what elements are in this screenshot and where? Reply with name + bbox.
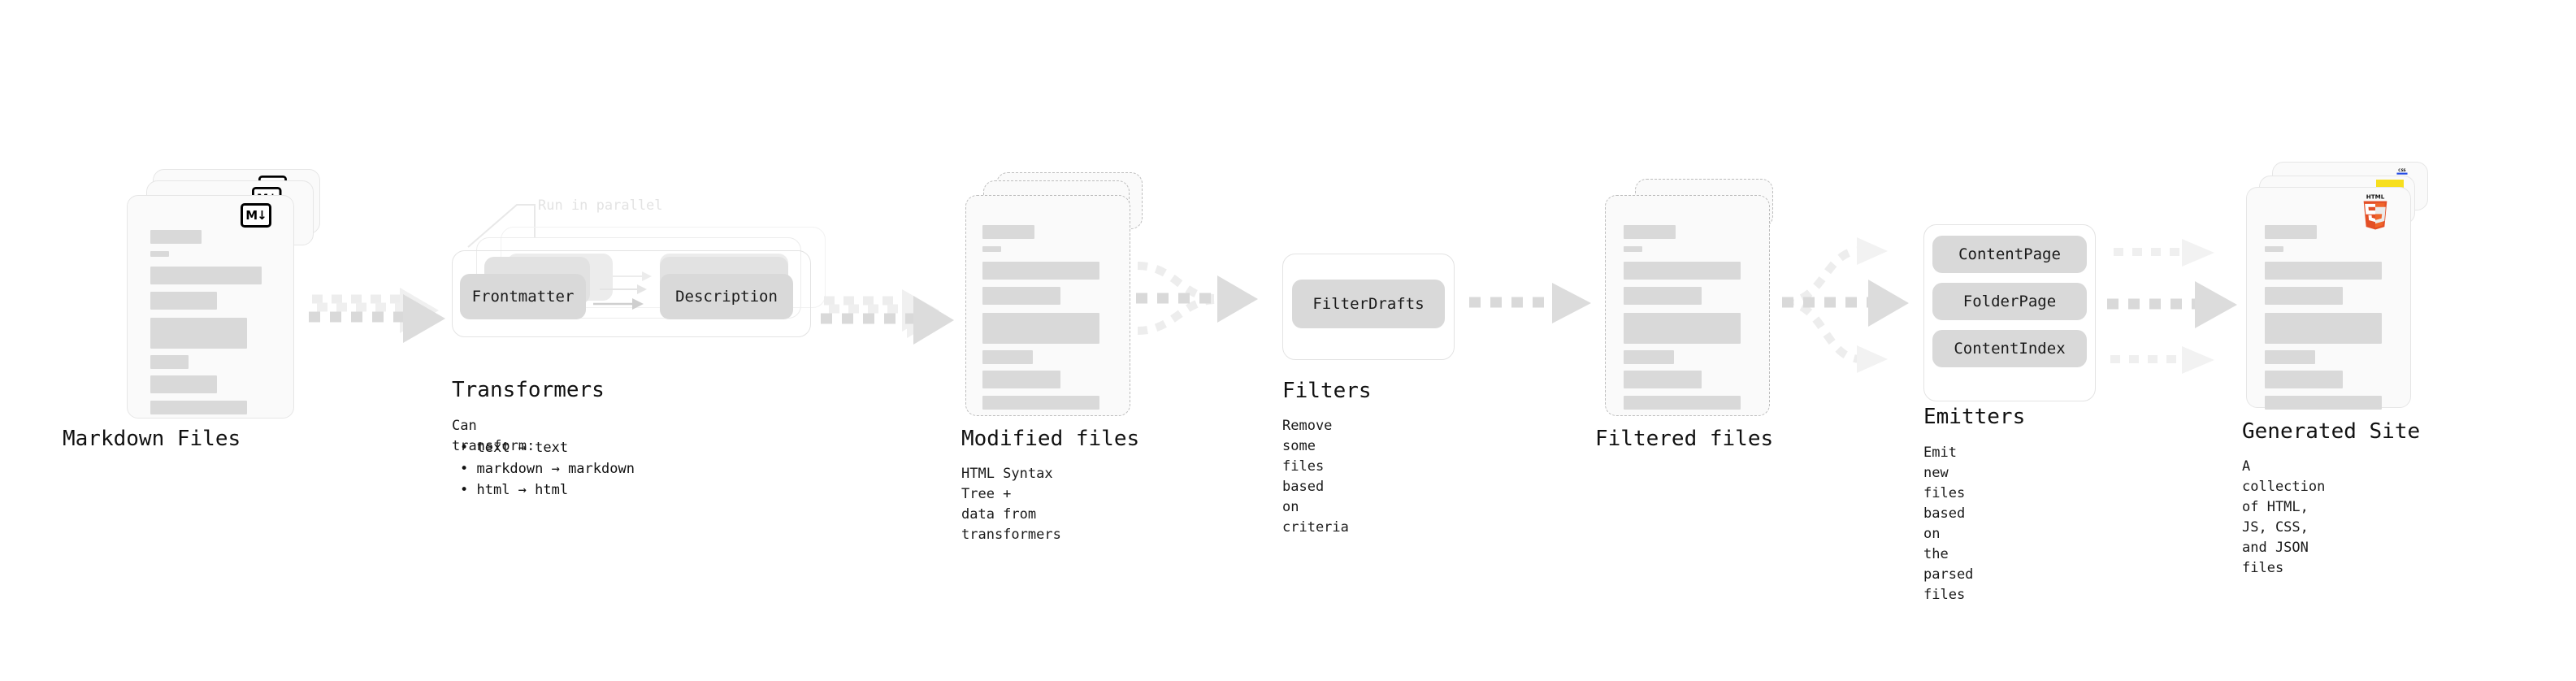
run-in-parallel-label: Run in parallel: [538, 197, 663, 214]
placeholder-bar: [150, 251, 169, 257]
html5-icon: HTML: [2363, 193, 2387, 230]
arrow-filters-to-filtered: [1469, 283, 1591, 323]
run-in-parallel-bracket: [467, 204, 536, 248]
placeholder-bar: [2265, 246, 2283, 252]
emitters-pill-folderpage: FolderPage: [1932, 283, 2087, 320]
placeholder-bar: [1624, 313, 1741, 344]
placeholder-bar: [1624, 396, 1741, 410]
stage-subtitle-filters: Remove some files based on criteria: [1282, 418, 1349, 536]
placeholder-bar: [982, 287, 1060, 305]
placeholder-bar: [150, 401, 247, 414]
emitters-pill-contentindex: ContentIndex: [1932, 330, 2087, 367]
transformer-capability-item: markdown → markdown: [460, 458, 634, 479]
transformer-pill-frontmatter: Frontmatter: [460, 274, 586, 319]
placeholder-bar: [982, 225, 1034, 239]
svg-text:HTML: HTML: [2366, 193, 2385, 201]
svg-text:CSS: CSS: [2398, 168, 2405, 173]
transformer-capability-list: text → text markdown → markdown html → h…: [460, 437, 635, 501]
placeholder-bar: [150, 318, 247, 349]
stage-title-markdown-files: Markdown Files: [63, 427, 241, 451]
arrow-filtered-to-emitters-split: [1782, 237, 1909, 373]
emitters-pill-label: ContentPage: [1958, 245, 2061, 263]
emitters-pill-label: ContentIndex: [1954, 340, 2066, 358]
placeholder-bar: [150, 230, 202, 244]
placeholder-bar: [1624, 287, 1702, 305]
stage-subtitle-modified-files: HTML Syntax Tree + data from transformer…: [961, 466, 1061, 543]
transformer-pill-description: Description: [660, 274, 793, 319]
placeholder-bar: [2265, 350, 2315, 364]
transformer-capability-item: text → text: [460, 437, 635, 458]
arrow-markdown-to-transformers: [309, 288, 445, 343]
modified-card-front: [965, 195, 1130, 416]
placeholder-bar: [982, 262, 1099, 280]
transformer-capability-item: html → html: [460, 479, 635, 501]
stage-title-generated-site: Generated Site: [2242, 419, 2421, 444]
stage-subtitle-emitters: Emit new files based on the parsed files: [1923, 445, 1974, 603]
placeholder-bar: [1624, 350, 1674, 364]
placeholder-bar: [150, 355, 189, 369]
placeholder-bar: [982, 246, 1001, 252]
filters-pill-label: FilterDrafts: [1312, 295, 1425, 313]
filtered-card-front: [1605, 195, 1770, 416]
transformer-pill-label: Description: [675, 288, 778, 306]
stage-title-filters: Filters: [1282, 379, 1372, 403]
placeholder-bar: [1624, 246, 1642, 252]
placeholder-bar: [982, 396, 1099, 410]
placeholder-bar: [2265, 262, 2382, 280]
transformer-layer-front: [452, 250, 811, 337]
placeholder-bar: [150, 292, 217, 310]
transformer-inner-arrows: [593, 271, 652, 310]
transformer-pill-label: Frontmatter: [471, 288, 575, 306]
stage-title-transformers: Transformers: [452, 378, 605, 402]
placeholder-bar: [1624, 225, 1676, 239]
placeholder-bar: [982, 313, 1099, 344]
placeholder-bar: [2265, 287, 2343, 305]
placeholder-bar: [2265, 313, 2382, 344]
stage-title-filtered-files: Filtered files: [1595, 427, 1774, 451]
placeholder-bar: [2265, 396, 2382, 410]
placeholder-bar: [150, 267, 262, 284]
stage-subtitle-generated-site: A collection of HTML, JS, CSS, and JSON …: [2242, 458, 2326, 576]
placeholder-bar: [982, 350, 1033, 364]
arrow-emitters-to-site: [2107, 239, 2237, 374]
filters-pill-filterdrafts: FilterDrafts: [1292, 280, 1445, 328]
placeholder-bar: [2265, 225, 2317, 239]
arrow-modified-to-filters-merge: [1136, 262, 1258, 335]
placeholder-bar: [2265, 371, 2343, 388]
arrow-transformers-to-modified: [821, 289, 954, 345]
emitters-pill-contentpage: ContentPage: [1932, 236, 2087, 273]
emitters-pill-label: FolderPage: [1962, 293, 2057, 310]
placeholder-bar: [150, 375, 217, 393]
css3-icon: CSS: [2396, 168, 2408, 175]
stage-title-emitters: Emitters: [1923, 405, 2026, 429]
placeholder-bar: [1624, 262, 1741, 280]
markdown-icon: M↓: [241, 203, 271, 228]
markdown-card-front: [127, 195, 294, 419]
placeholder-bar: [982, 371, 1060, 388]
stage-title-modified-files: Modified files: [961, 427, 1140, 451]
placeholder-bar: [1624, 371, 1702, 388]
